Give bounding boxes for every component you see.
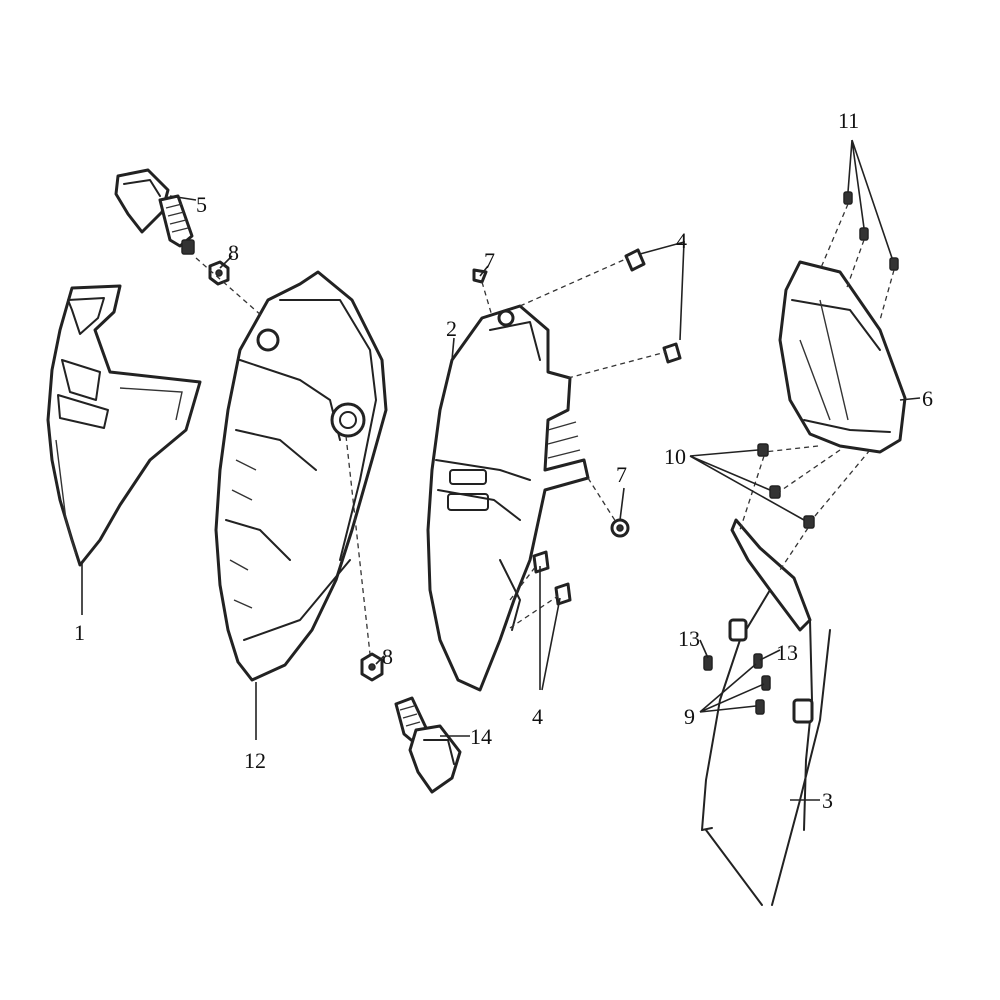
leader-lines xyxy=(81,139,921,801)
part-12-front-fairing xyxy=(214,270,388,682)
callout-12: 12 xyxy=(244,748,266,773)
part-4-screws xyxy=(532,248,682,606)
part-8-nut-upper xyxy=(208,260,230,286)
assembly-dashed-lines xyxy=(195,203,895,655)
callout-labels: 1 2 3 4 4 5 6 7 7 8 8 9 10 11 12 13 13 1… xyxy=(74,108,933,813)
part-3-bracket-frame xyxy=(701,518,831,906)
callout-13-right: 13 xyxy=(776,640,798,665)
part-9-13-hardware xyxy=(703,653,771,715)
callout-1: 1 xyxy=(74,620,85,645)
part-2-inner-panel xyxy=(426,304,590,692)
part-11-small-screws xyxy=(843,191,899,271)
callout-8-top: 8 xyxy=(228,240,239,265)
part-1-side-cover xyxy=(46,284,202,567)
callout-13-left: 13 xyxy=(678,626,700,651)
callout-9: 9 xyxy=(684,704,695,729)
callout-2: 2 xyxy=(446,316,457,341)
callout-6: 6 xyxy=(922,386,933,411)
callout-5: 5 xyxy=(196,192,207,217)
callout-11: 11 xyxy=(838,108,859,133)
callout-10: 10 xyxy=(664,444,686,469)
callout-4-top: 4 xyxy=(676,228,687,253)
callout-7-top: 7 xyxy=(484,248,495,273)
part-10-studs xyxy=(757,443,815,529)
part-6-visor-cover xyxy=(778,260,907,454)
part-8-nut-lower xyxy=(360,652,384,682)
part-14-turn-signal-lower xyxy=(394,696,462,794)
callout-14: 14 xyxy=(470,724,492,749)
part-7-grommet-mid xyxy=(610,518,630,538)
callout-4-bottom: 4 xyxy=(532,704,543,729)
callout-7-mid: 7 xyxy=(616,462,627,487)
callout-3: 3 xyxy=(822,788,833,813)
part-5-turn-signal-upper xyxy=(114,168,195,255)
callout-8-bottom: 8 xyxy=(382,644,393,669)
